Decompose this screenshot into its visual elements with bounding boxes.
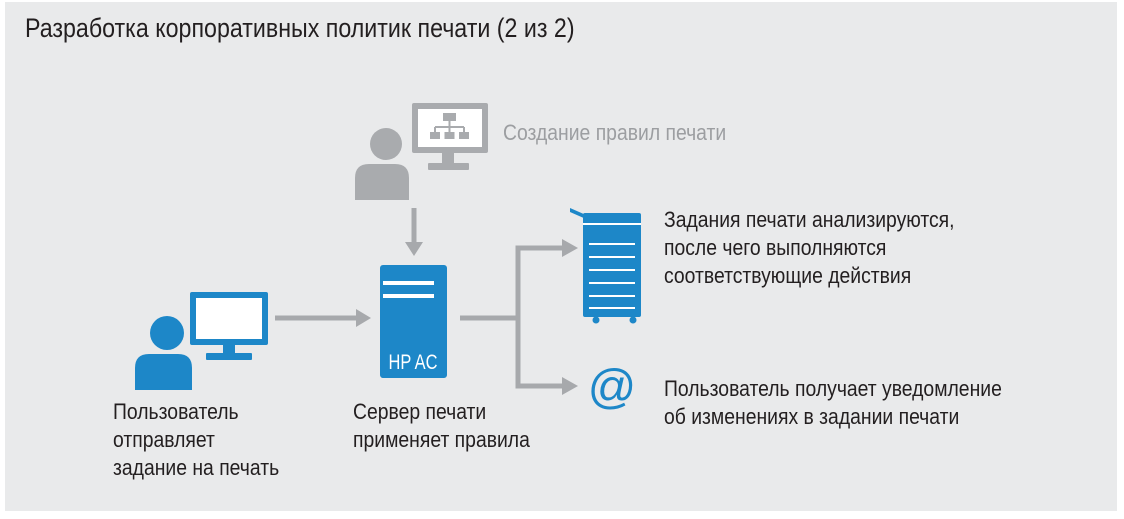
printer-icon bbox=[570, 208, 641, 324]
connector-server-to-outputs bbox=[460, 245, 565, 389]
diagram-title: Разработка корпоративных политик печати … bbox=[25, 13, 575, 43]
arrow-admin-to-server bbox=[405, 208, 423, 256]
printer-label: Задания печати анализируются, после чего… bbox=[664, 206, 994, 290]
user-monitor-icon bbox=[190, 292, 268, 360]
at-sign-icon: @ bbox=[588, 361, 637, 414]
arrow-user-to-server bbox=[275, 309, 371, 327]
org-chart-icon bbox=[430, 113, 469, 139]
printer-label-line: после чего выполняются bbox=[664, 235, 887, 260]
user-label-line: задание на печать bbox=[113, 455, 280, 480]
admin-label: Создание правил печати bbox=[503, 119, 757, 147]
user-label-line: Пользователь bbox=[113, 399, 239, 424]
user-workstation bbox=[135, 292, 268, 390]
arrow-to-printer bbox=[562, 239, 578, 257]
server-label-line: Сервер печати bbox=[353, 399, 487, 424]
diagram-panel bbox=[5, 2, 1117, 511]
arrow-to-notification bbox=[562, 377, 578, 395]
server-icon: HP AC bbox=[380, 265, 447, 378]
server-label-line: применяет правила bbox=[353, 427, 530, 452]
user-label: Пользователь отправляет задание на печат… bbox=[113, 398, 302, 482]
admin-label-line: Создание правил печати bbox=[503, 120, 727, 145]
user-label-line: отправляет bbox=[113, 427, 215, 452]
admin-workstation bbox=[355, 103, 488, 200]
user-person-icon bbox=[135, 316, 192, 390]
notification-label-line: Пользователь получает уведомление bbox=[664, 376, 1002, 401]
connector-bracket bbox=[515, 245, 565, 389]
admin-person-icon bbox=[355, 128, 409, 200]
notification-label: Пользователь получает уведомление об изм… bbox=[664, 375, 1048, 431]
notification-label-line: об изменениях в задании печати bbox=[664, 404, 960, 429]
server-label: Сервер печати применяет правила bbox=[353, 398, 554, 454]
printer-label-line: соответствующие действия bbox=[664, 263, 912, 288]
server-badge: HP AC bbox=[389, 351, 438, 374]
printer-label-line: Задания печати анализируются, bbox=[664, 207, 955, 232]
